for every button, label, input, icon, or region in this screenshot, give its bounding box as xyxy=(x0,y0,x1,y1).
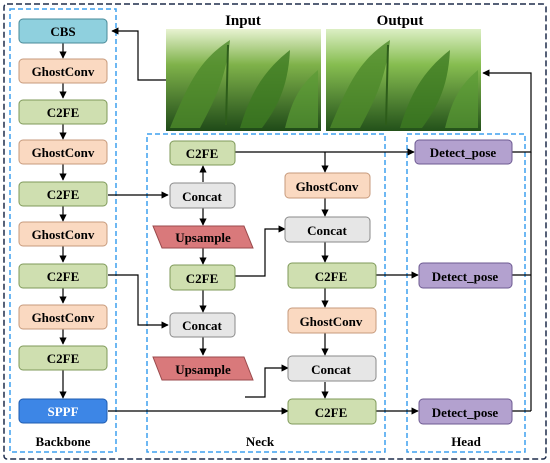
backbone-ghostconv-1-label: GhostConv xyxy=(32,64,95,79)
neck-concat-1-label: Concat xyxy=(182,189,222,204)
neck-ghostconv-2-label: GhostConv xyxy=(300,314,363,329)
backbone-cbs-label: CBS xyxy=(50,24,75,39)
head-detect-pose-1: Detect_pose xyxy=(414,139,513,165)
backbone-ghostconv-1: GhostConv xyxy=(18,58,108,84)
neck-label: Neck xyxy=(246,434,275,449)
backbone-ghostconv-3-label: GhostConv xyxy=(32,227,95,242)
backbone-c2fe-3-label: C2FE xyxy=(47,269,80,284)
backbone-c2fe-4-label: C2FE xyxy=(47,351,80,366)
backbone-ghostconv-2-label: GhostConv xyxy=(32,145,95,160)
neck-ghostconv-1: GhostConv xyxy=(284,172,371,199)
neck-c2fe-right-2-label: C2FE xyxy=(315,405,348,420)
backbone-c2fe-2: C2FE xyxy=(18,181,108,207)
backbone-c2fe-4: C2FE xyxy=(18,345,108,371)
backbone-ghostconv-4: GhostConv xyxy=(18,304,108,330)
neck-c2fe-mid: C2FE xyxy=(169,264,236,291)
backbone-c2fe-1-label: C2FE xyxy=(47,105,80,120)
neck-c2fe-right-1-label: C2FE xyxy=(315,269,348,284)
head-label: Head xyxy=(451,434,481,449)
neck-concat-1: Concat xyxy=(169,182,236,209)
head-detect-pose-2: Detect_pose xyxy=(418,262,513,289)
backbone-cbs: CBS xyxy=(18,18,108,44)
neck-c2fe-mid-label: C2FE xyxy=(186,271,219,286)
output-image xyxy=(326,29,481,131)
backbone-c2fe-2-label: C2FE xyxy=(47,187,80,202)
neck-upsample-2-label: Upsample xyxy=(175,362,231,377)
neck-concat-2: Concat xyxy=(169,312,236,338)
neck-ghostconv-1-label: GhostConv xyxy=(296,179,359,194)
backbone-ghostconv-3: GhostConv xyxy=(18,221,108,247)
outer-frame xyxy=(3,3,547,460)
backbone-sppf: SPPF xyxy=(18,398,108,424)
neck-concat-4: Concat xyxy=(287,355,377,382)
head-detect-pose-1-label: Detect_pose xyxy=(430,145,497,160)
neck-c2fe-top: C2FE xyxy=(169,140,236,166)
head-section xyxy=(406,133,526,453)
backbone-section xyxy=(9,8,117,453)
neck-concat-3-label: Concat xyxy=(307,223,347,238)
neck-concat-4-label: Concat xyxy=(311,362,351,377)
neck-concat-2-label: Concat xyxy=(182,318,222,333)
neck-ghostconv-2: GhostConv xyxy=(287,307,377,334)
connectors xyxy=(59,27,532,415)
head-detect-pose-3: Detect_pose xyxy=(418,398,513,425)
neck-c2fe-top-label: C2FE xyxy=(186,146,219,161)
neck-upsample-1-label: Upsample xyxy=(175,230,231,245)
neck-section xyxy=(146,133,386,453)
neck-c2fe-right-2: C2FE xyxy=(287,398,377,425)
neck-upsample-1: Upsample xyxy=(152,225,254,249)
head-detect-pose-2-label: Detect_pose xyxy=(432,269,499,284)
backbone-c2fe-1: C2FE xyxy=(18,99,108,125)
neck-c2fe-right-1: C2FE xyxy=(287,262,377,289)
neck-upsample-2: Upsample xyxy=(152,356,254,381)
input-image xyxy=(166,29,321,131)
input-label: Input xyxy=(225,13,261,29)
neck-concat-3: Concat xyxy=(284,216,371,243)
head-detect-pose-3-label: Detect_pose xyxy=(432,405,499,420)
backbone-label: Backbone xyxy=(36,434,91,449)
backbone-sppf-label: SPPF xyxy=(47,404,78,419)
backbone-ghostconv-4-label: GhostConv xyxy=(32,310,95,325)
backbone-c2fe-3: C2FE xyxy=(18,263,108,289)
output-label: Output xyxy=(377,13,424,29)
backbone-ghostconv-2: GhostConv xyxy=(18,139,108,165)
